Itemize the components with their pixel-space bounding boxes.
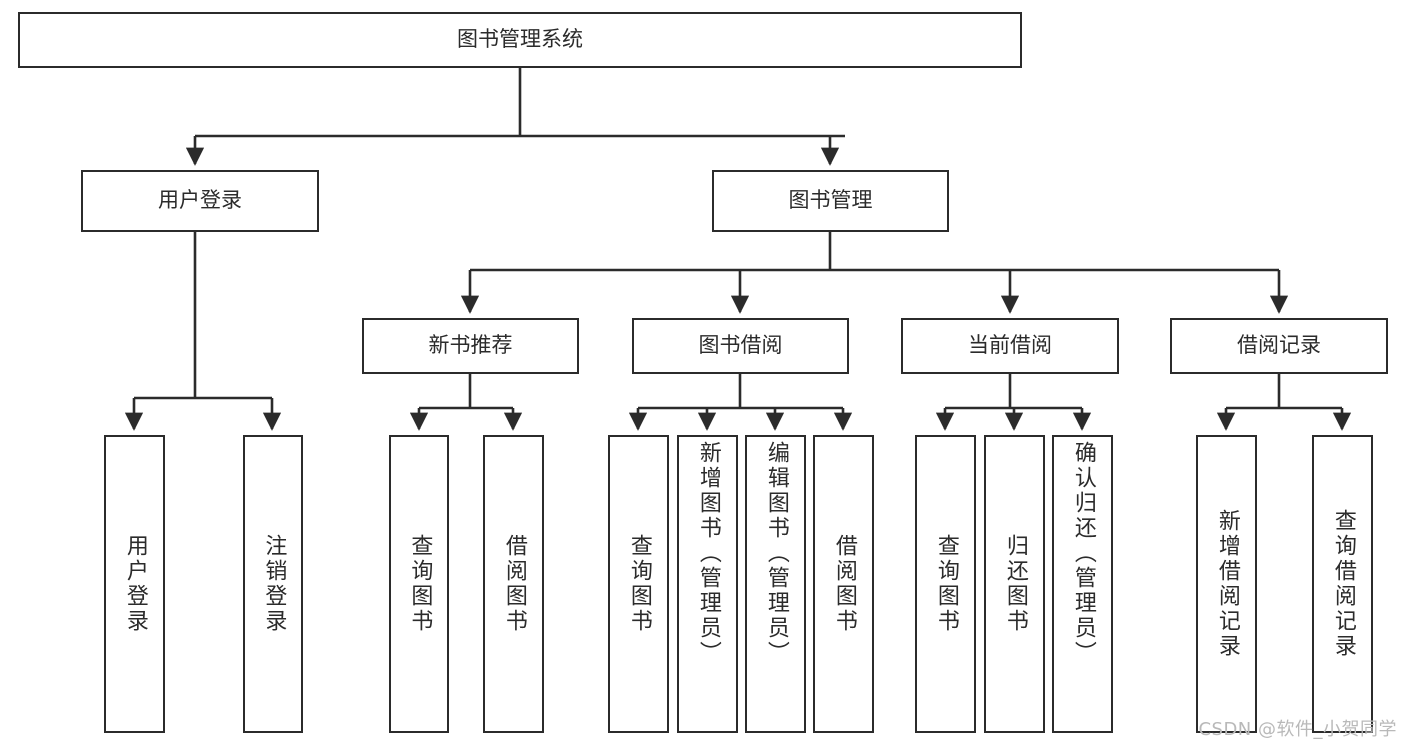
node-user-login[interactable]: 用户登录 [81, 170, 319, 232]
node-leaf-query-borrow-record[interactable]: 查询借阅记录 [1312, 435, 1373, 733]
node-current-borrow-label: 当前借阅 [968, 333, 1052, 358]
node-leaf-query-book-label: 查询图书 [626, 534, 652, 634]
node-user-login-label: 用户登录 [158, 188, 242, 213]
node-borrow-record[interactable]: 借阅记录 [1170, 318, 1388, 374]
node-book-management-label: 图书管理 [788, 188, 873, 213]
node-leaf-confirm-return-admin[interactable]: 确认归还（管理员） [1052, 435, 1113, 733]
node-book-management[interactable]: 图书管理 [712, 170, 949, 232]
node-book-borrow[interactable]: 图书借阅 [632, 318, 849, 374]
node-leaf-borrow-book-label: 借阅图书 [831, 534, 857, 634]
node-leaf-edit-book-admin-label: 编辑图书（管理员） [763, 441, 789, 666]
node-leaf-user-logout-label: 注销登录 [261, 534, 287, 634]
node-leaf-query-book[interactable]: 查询图书 [608, 435, 669, 733]
node-leaf-user-login[interactable]: 用户登录 [104, 435, 165, 733]
node-root-label: 图书管理系统 [457, 27, 583, 52]
node-leaf-return-book[interactable]: 归还图书 [984, 435, 1045, 733]
node-leaf-add-book-admin[interactable]: 新增图书（管理员） [677, 435, 738, 733]
node-leaf-confirm-return-admin-label: 确认归还（管理员） [1070, 441, 1096, 666]
node-root-system[interactable]: 图书管理系统 [18, 12, 1022, 68]
node-leaf-query-book-current[interactable]: 查询图书 [915, 435, 976, 733]
node-leaf-query-book-recommend-label: 查询图书 [407, 534, 433, 634]
node-leaf-edit-book-admin[interactable]: 编辑图书（管理员） [745, 435, 806, 733]
node-leaf-borrow-book-recommend[interactable]: 借阅图书 [483, 435, 544, 733]
node-leaf-query-book-recommend[interactable]: 查询图书 [389, 435, 449, 733]
node-new-book-recommend[interactable]: 新书推荐 [362, 318, 579, 374]
node-book-borrow-label: 图书借阅 [698, 333, 783, 358]
csdn-watermark: CSDN @软件_小贺同学 [1198, 719, 1397, 740]
node-leaf-query-borrow-record-label: 查询借阅记录 [1330, 509, 1356, 659]
node-borrow-record-label: 借阅记录 [1237, 333, 1321, 358]
node-leaf-add-borrow-record[interactable]: 新增借阅记录 [1196, 435, 1257, 733]
node-new-book-recommend-label: 新书推荐 [428, 333, 513, 358]
node-leaf-borrow-book[interactable]: 借阅图书 [813, 435, 874, 733]
node-leaf-return-book-label: 归还图书 [1002, 534, 1028, 634]
node-leaf-query-book-current-label: 查询图书 [933, 534, 959, 634]
node-leaf-borrow-book-recommend-label: 借阅图书 [501, 534, 527, 634]
node-leaf-user-login-label: 用户登录 [122, 534, 148, 634]
node-leaf-add-book-admin-label: 新增图书（管理员） [695, 441, 721, 666]
node-current-borrow[interactable]: 当前借阅 [901, 318, 1119, 374]
node-leaf-add-borrow-record-label: 新增借阅记录 [1214, 509, 1240, 659]
node-leaf-user-logout[interactable]: 注销登录 [243, 435, 303, 733]
